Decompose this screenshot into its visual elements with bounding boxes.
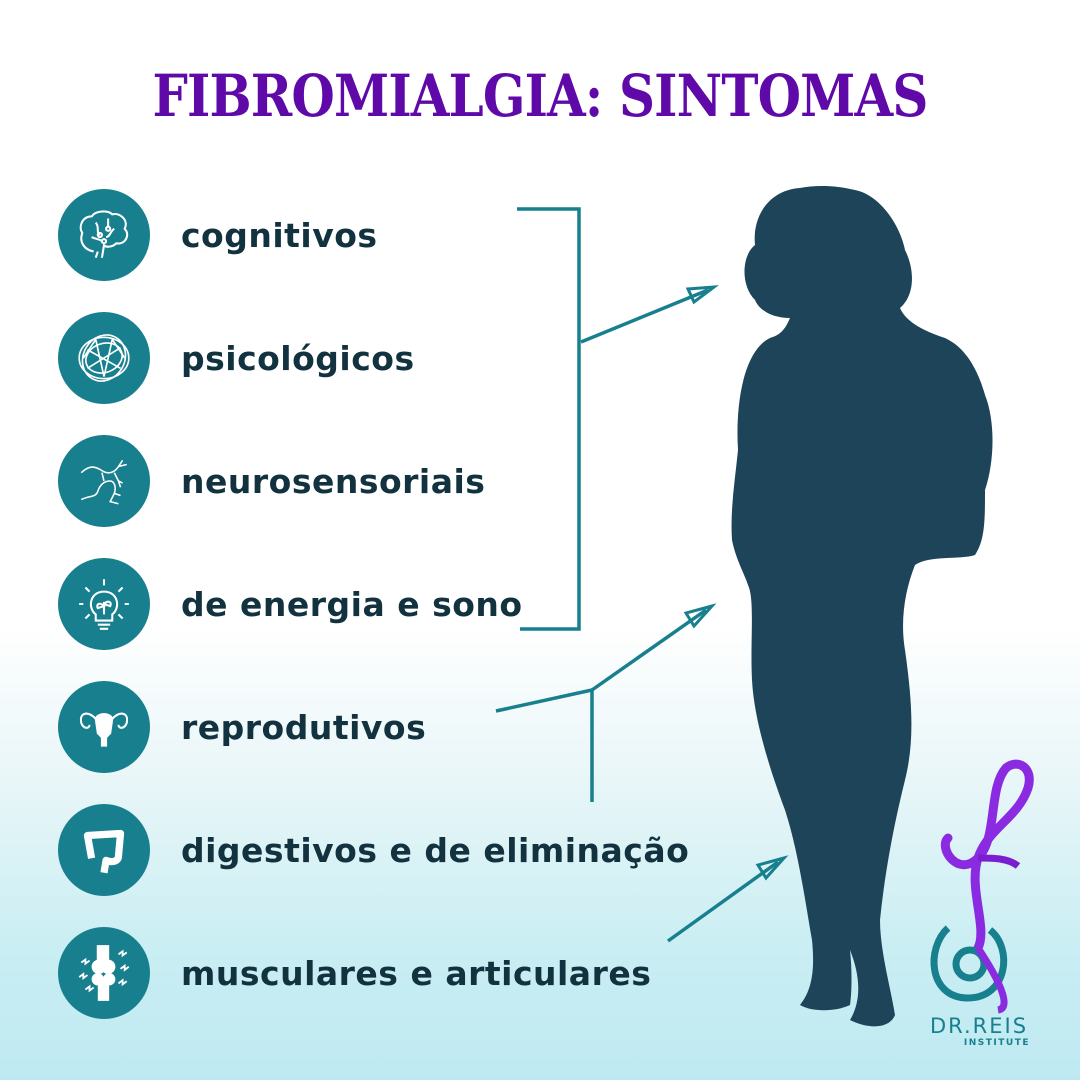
bone-joint-icon: [58, 927, 150, 1019]
symptom-item-musculoskeletal: musculares e articulares: [58, 927, 651, 1019]
symptom-label: de energia e sono: [181, 584, 523, 624]
page-title: FIBROMIALGIA: SINTOMAS: [152, 62, 928, 130]
symptom-item-psychological: psicológicos: [58, 312, 415, 404]
symptom-label: cognitivos: [181, 215, 378, 255]
logo-name: DR.REIS: [929, 1014, 1029, 1038]
symptom-label: psicológicos: [181, 338, 415, 378]
symptom-label: neurosensoriais: [181, 461, 486, 501]
uterus-icon: [58, 681, 150, 773]
intestine-icon: [58, 804, 150, 896]
symptom-item-energy-sleep: de energia e sono: [58, 558, 523, 650]
symptom-label: reprodutivos: [181, 707, 427, 747]
nerve-branches-icon: [58, 435, 150, 527]
dr-reis-logo: [930, 759, 1034, 1014]
lightbulb-plant-icon: [58, 558, 150, 650]
logo-subtitle: INSTITUTE: [963, 1038, 1030, 1048]
symptom-item-digestive: digestivos e de eliminação: [58, 804, 689, 896]
tangled-scribble-icon: [58, 312, 150, 404]
symptom-label: musculares e articulares: [181, 953, 652, 993]
symptom-item-reproductive: reprodutivos: [58, 681, 426, 773]
brain-icon: [58, 189, 150, 281]
symptom-label: digestivos e de eliminação: [181, 830, 690, 870]
symptom-item-cognitive: cognitivos: [58, 189, 378, 281]
symptom-item-neurosensory: neurosensoriais: [58, 435, 485, 527]
